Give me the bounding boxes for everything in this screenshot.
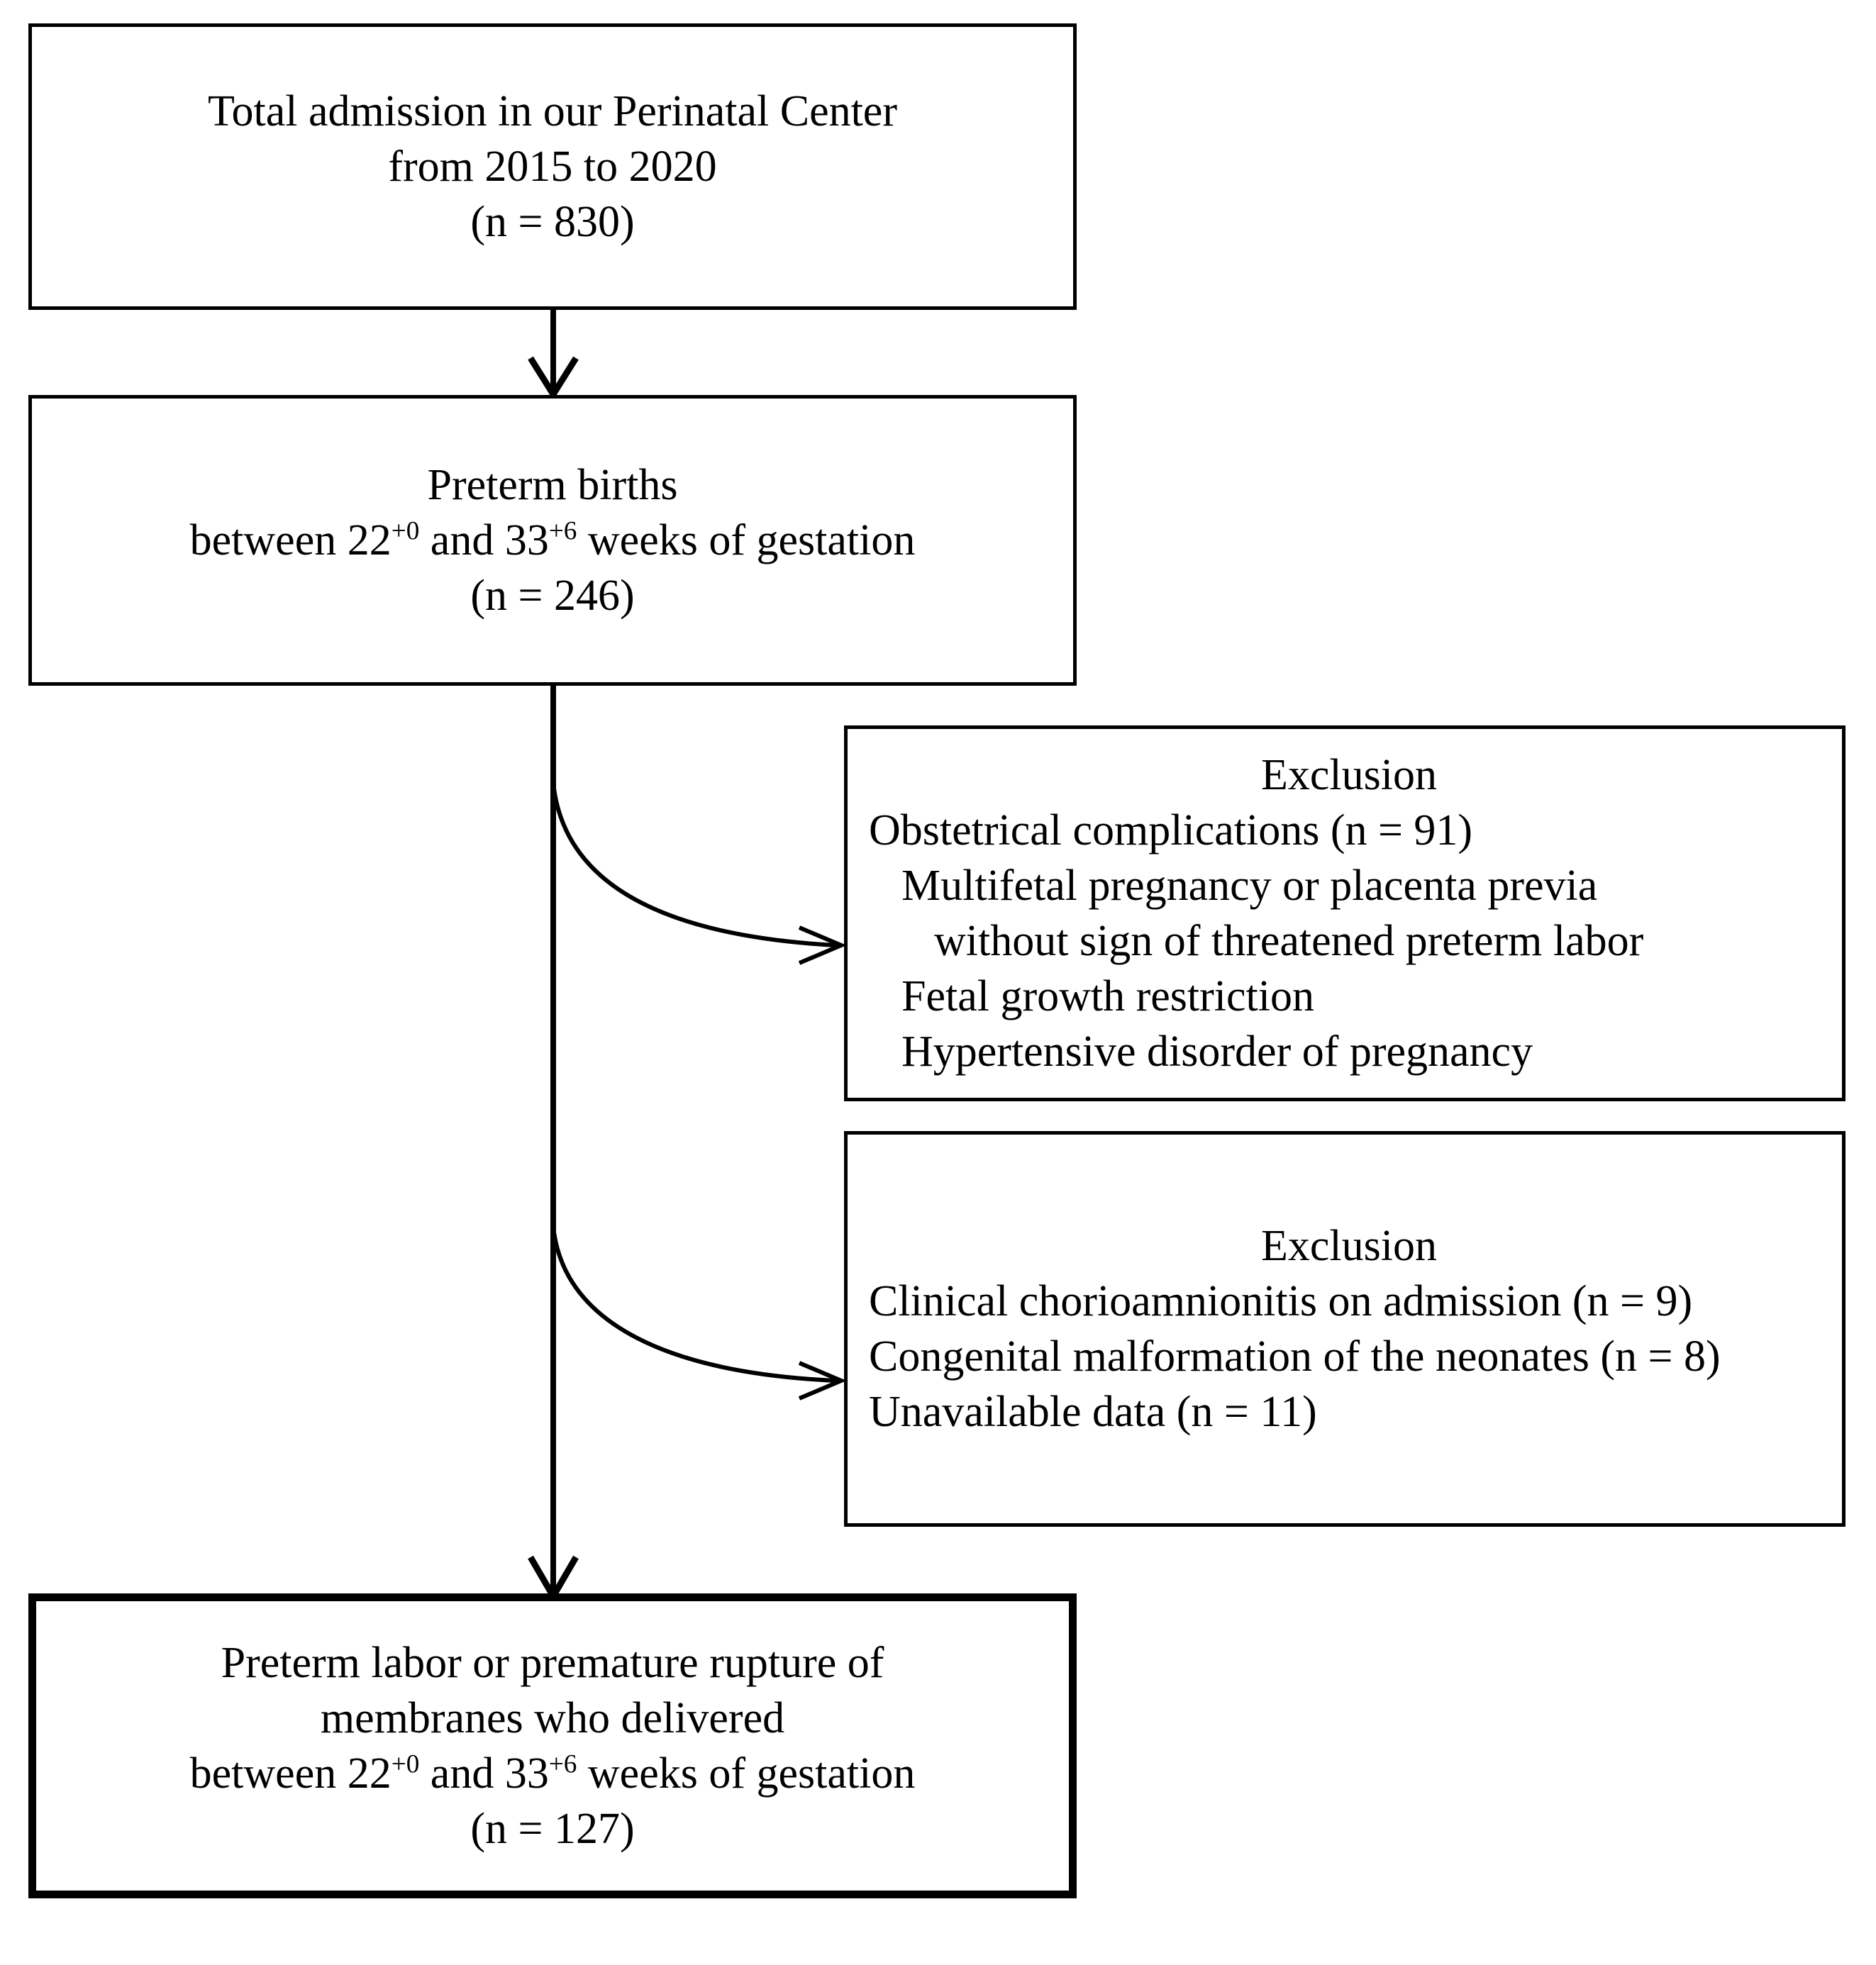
preterm-births-count: (n = 246) [470,572,635,620]
final-cohort-sup-2: +6 [548,1749,577,1779]
exclusion-1-text: Exclusion Obstetrical complications (n =… [848,747,1842,1080]
final-cohort-text: Preterm labor or premature rupture of me… [36,1635,1069,1857]
final-cohort-line-2: membranes who delivered [320,1693,785,1742]
preterm-births-text: Preterm births between 22+0 and 33+6 wee… [32,457,1073,623]
exclusion-2-line-2: Congenital malformation of the neonates … [869,1332,1721,1381]
exclusion-2-text: Exclusion Clinical chorioamnionitis on a… [848,1218,1842,1440]
final-cohort-line-3: between 22+0 and 33+6 weeks of gestation [36,1746,1069,1801]
total-admission-count: (n = 830) [470,198,635,247]
final-cohort-box: Preterm labor or premature rupture of me… [28,1593,1077,1898]
final-cohort-sup-1: +0 [391,1749,420,1779]
preterm-births-line-2-post: weeks of gestation [577,516,916,564]
exclusion-1-line-1: Obstetrical complications (n = 91) [869,806,1473,855]
exclusion-2-line-1: Clinical chorioamnionitis on admission (… [869,1276,1693,1325]
arrow-preterm-to-final [528,686,579,1603]
exclusion-1-line-4: Fetal growth restriction [901,972,1314,1021]
exclusion-2-heading: Exclusion [1261,1221,1437,1270]
total-admission-line-1: Total admission in our Perinatal Center [208,87,897,135]
final-cohort-count: (n = 127) [470,1805,635,1854]
preterm-births-sup-1: +0 [391,516,420,546]
preterm-births-line-1: Preterm births [427,460,678,509]
preterm-births-sup-2: +6 [548,516,577,546]
arrow-total-to-preterm [528,310,579,401]
exclusion-1-line-2: Multifetal pregnancy or placenta previa [901,861,1598,910]
total-admission-text: Total admission in our Perinatal Center … [32,84,1073,250]
preterm-births-line-2: between 22+0 and 33+6 weeks of gestation [32,513,1073,568]
preterm-births-line-2-pre: between 22 [189,516,392,564]
arrow-preterm-to-exclusion-1 [552,788,847,965]
total-admission-line-2: from 2015 to 2020 [388,142,717,191]
final-cohort-line-3-pre: between 22 [189,1749,392,1798]
exclusion-1-line-3: without sign of threatened preterm labor [934,917,1644,965]
final-cohort-line-3-mid: and 33 [419,1749,549,1798]
total-admission-box: Total admission in our Perinatal Center … [28,23,1077,310]
preterm-births-box: Preterm births between 22+0 and 33+6 wee… [28,395,1077,686]
exclusion-box-1: Exclusion Obstetrical complications (n =… [844,725,1846,1101]
final-cohort-line-1: Preterm labor or premature rupture of [221,1638,884,1687]
arrow-preterm-to-exclusion-2 [552,1232,847,1401]
exclusion-1-heading: Exclusion [1261,750,1437,799]
exclusion-box-2: Exclusion Clinical chorioamnionitis on a… [844,1131,1846,1527]
preterm-births-line-2-mid: and 33 [419,516,549,564]
exclusion-2-line-3: Unavailable data (n = 11) [869,1388,1317,1437]
exclusion-1-line-5: Hypertensive disorder of pregnancy [901,1028,1533,1076]
final-cohort-line-3-post: weeks of gestation [577,1749,916,1798]
